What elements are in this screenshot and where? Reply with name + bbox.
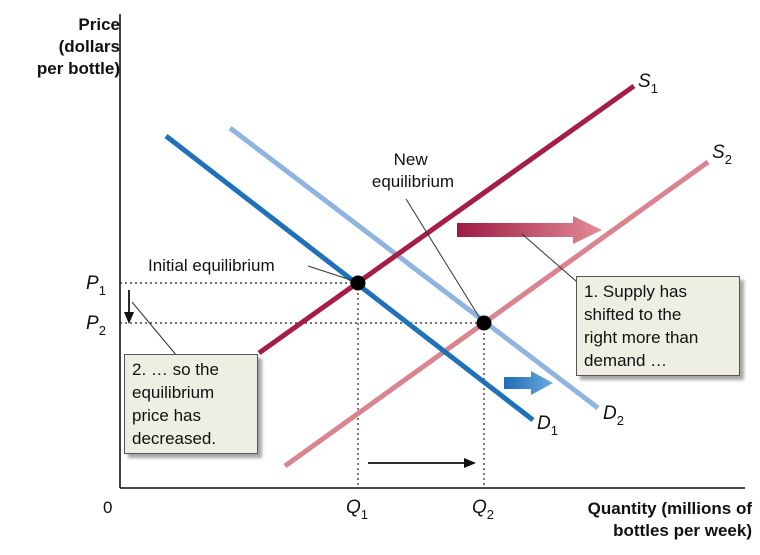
note1-leader: [521, 233, 585, 289]
initial-equilibrium-label: Initial equilibrium: [148, 256, 275, 275]
q2-label: Q2: [472, 497, 494, 522]
x-axis-label: Quantity (millions of bottles per week): [587, 499, 752, 540]
p2-label: P2: [86, 313, 106, 338]
s2-label: S2: [712, 142, 732, 167]
d2-label: D2: [603, 403, 624, 428]
supply-shift-arrow: [457, 216, 602, 244]
supply-shift-note: 1. Supply has shifted to the right more …: [576, 276, 740, 376]
new-equilibrium-label: New equilibrium: [372, 150, 454, 191]
supply-curve-s1: [257, 83, 636, 356]
q1-label: Q1: [346, 497, 368, 522]
demand-curve-d1: [164, 134, 535, 422]
new-equilibrium-leader: [405, 198, 482, 321]
price-decrease-note: 2. … so the equilibrium price has decrea…: [124, 354, 258, 454]
s1-label: S1: [638, 71, 658, 96]
origin-label: 0: [103, 498, 112, 517]
demand-shift-arrow: [504, 371, 553, 395]
d1-label: D1: [537, 413, 558, 438]
supply-curve-s2: [283, 159, 710, 469]
note2-leader: [131, 301, 183, 363]
demand-curve-d2: [228, 126, 600, 410]
new-equilibrium-point: [476, 315, 492, 331]
initial-equilibrium-point: [350, 275, 366, 291]
initial-equilibrium-leader: [307, 265, 355, 282]
price-decrease-arrow: [124, 290, 134, 324]
y-axis-label: Price (dollars per bottle): [36, 15, 120, 78]
p1-label: P1: [86, 273, 106, 298]
quantity-increase-arrow: [368, 458, 476, 468]
